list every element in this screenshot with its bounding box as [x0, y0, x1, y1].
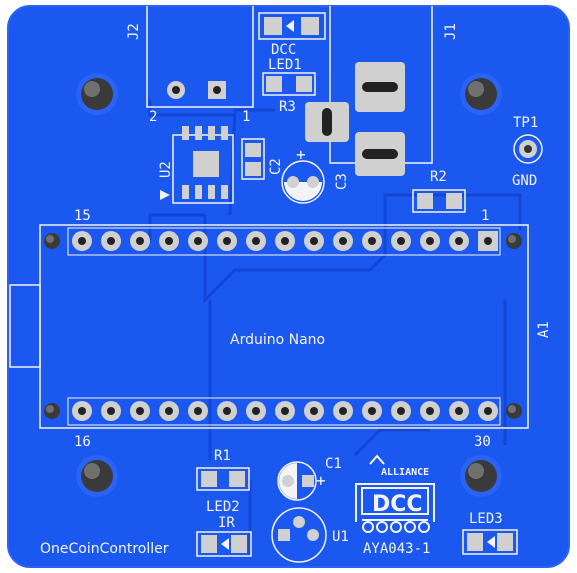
header-pin: [333, 401, 353, 421]
c2-outline: [241, 138, 265, 180]
arduino-nano-label: Arduino Nano: [230, 332, 325, 348]
pin16-label: 16: [74, 434, 91, 450]
r1-outline: [196, 467, 250, 491]
header-pin: [333, 231, 353, 251]
header-pin: [188, 231, 208, 251]
copper-traces: [38, 100, 522, 555]
header-pin: [362, 231, 382, 251]
u2-label: U2: [158, 161, 174, 178]
r2-outline: [412, 189, 466, 213]
header-pin: [275, 401, 295, 421]
tp1-label: TP1: [513, 115, 538, 131]
header-pin: [101, 401, 121, 421]
header-pin: [72, 231, 92, 251]
header-pin: [478, 401, 498, 421]
header-pin: [72, 401, 92, 421]
header-pin: [391, 401, 411, 421]
c3-capacitor: [281, 160, 325, 204]
header-pin: [478, 231, 498, 251]
header-pin: [130, 231, 150, 251]
logo-brand: ALLIANCE: [381, 467, 429, 478]
header-pin: [449, 231, 469, 251]
header-pin: [362, 401, 382, 421]
header-pin: [304, 231, 324, 251]
header-pin: [275, 231, 295, 251]
header-pin: [420, 401, 440, 421]
u1-regulator: [271, 507, 327, 563]
logo-dcc: DCC: [372, 492, 423, 517]
r3-label: R3: [279, 99, 296, 115]
c1-label: C1: [325, 456, 342, 472]
header-pin: [188, 401, 208, 421]
r3-outline: [262, 72, 316, 96]
header-pin: [159, 231, 179, 251]
header-bottom: [72, 401, 498, 421]
led1-outline: [258, 12, 326, 40]
a1-label: A1: [536, 321, 552, 338]
j2-pin1-label: 1: [242, 109, 250, 125]
arduino-mount-holes: [44, 233, 522, 419]
led2-outline: [196, 531, 252, 557]
c2-label: C2: [268, 158, 284, 175]
header-pin: [391, 231, 411, 251]
connector-j2: [146, 6, 254, 108]
usb-connector-outline: [9, 284, 41, 368]
c3-plus: +: [296, 145, 306, 164]
header-pin: [246, 231, 266, 251]
u1-label: U1: [332, 529, 349, 545]
j2-label: J2: [126, 23, 142, 40]
pin1-label: 1: [481, 208, 489, 224]
header-pin: [159, 401, 179, 421]
j1-label: J1: [443, 23, 459, 40]
led1-label: LED1: [268, 57, 302, 73]
mounting-holes: [76, 73, 502, 497]
header-top: [72, 231, 498, 251]
pin15-label: 15: [74, 208, 91, 224]
tp1-pad: [513, 134, 543, 164]
ir-label: IR: [218, 515, 235, 531]
gnd-label: GND: [512, 173, 537, 189]
header-pin: [246, 401, 266, 421]
pin30-label: 30: [474, 434, 491, 450]
header-pin: [101, 231, 121, 251]
header-pin: [304, 401, 324, 421]
board-revision: AYA043-1: [363, 541, 430, 557]
u2-chip: [160, 126, 234, 204]
r1-label: R1: [214, 448, 231, 464]
c1-capacitor: [277, 461, 317, 501]
header-pin: [449, 401, 469, 421]
c3-label: C3: [334, 173, 350, 190]
header-pin: [130, 401, 150, 421]
led3-label: LED3: [469, 511, 503, 527]
pcb-board: [7, 5, 570, 568]
board-name: OneCoinController: [40, 541, 169, 557]
header-pin: [420, 231, 440, 251]
dcc-alliance-logo: [355, 454, 435, 533]
j2-pin2-label: 2: [149, 109, 157, 125]
header-pin: [217, 401, 237, 421]
r2-label: R2: [430, 169, 447, 185]
header-pin: [217, 231, 237, 251]
led3-outline: [462, 529, 518, 555]
led2-label: LED2: [206, 499, 240, 515]
c1-plus: +: [316, 471, 326, 490]
led1-label-dcc: DCC: [271, 42, 296, 58]
